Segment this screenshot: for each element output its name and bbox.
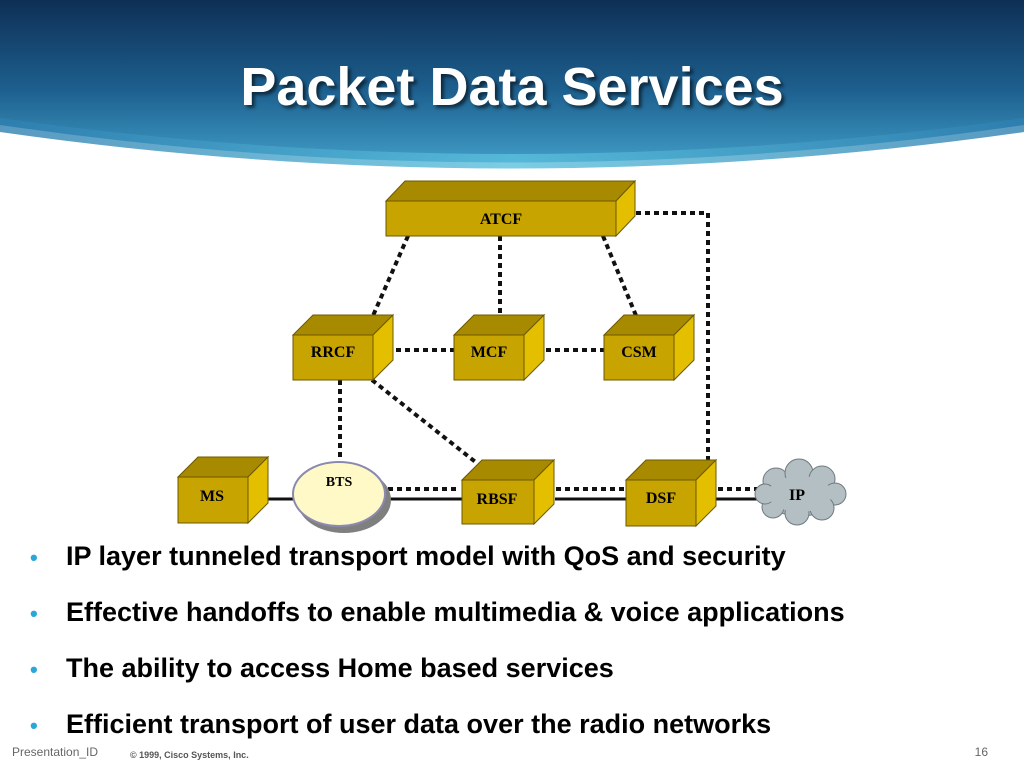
ms-label: MS [200,488,224,505]
bullet-item: • IP layer tunneled transport model with … [30,532,1010,588]
bullet-item: • The ability to access Home based servic… [30,644,1010,700]
slide-title: Packet Data Services [240,57,784,117]
title-banner [0,0,1024,169]
node-rrcf: RRCF [291,313,395,382]
link-atcf-csm [601,235,639,319]
node-bts: BTS [292,461,391,533]
bullet-text: Efficient transport of user data over th… [66,709,772,739]
csm-label: CSM [621,344,657,361]
node-mcf: MCF [452,313,546,382]
bullet-item: • Efficient transport of user data over t… [30,700,1010,756]
atcf-label: ATCF [480,211,523,228]
node-rbsf: RBSF [460,458,556,526]
node-csm: CSM [602,313,696,382]
bullet-dot-icon: • [30,713,38,738]
rbsf-label: RBSF [477,491,518,508]
bullet-dot-icon: • [30,545,38,570]
network-diagram: ATCF RRCF MCF CSM MS BTS RBSF [176,179,847,533]
footer-presentation-id: Presentation_ID [12,745,99,759]
link-rrcf-rbsf [370,378,480,466]
dotted-links [338,211,760,491]
dsf-label: DSF [646,490,676,507]
footer-copyright: © 1999, Cisco Systems, Inc. [130,750,249,760]
rrcf-label: RRCF [311,344,356,361]
footer-page-number: 16 [974,745,988,759]
mcf-label: MCF [471,344,508,361]
link-atcf-dsf [636,211,710,462]
bullet-text: IP layer tunneled transport model with Q… [66,541,786,571]
bullet-text: The ability to access Home based service… [66,653,614,683]
ip-label: IP [789,487,805,504]
link-atcf-rrcf [370,235,410,319]
bts-label: BTS [326,475,353,490]
bullet-dot-icon: • [30,657,38,682]
bullet-list: • IP layer tunneled transport model with … [30,532,1010,756]
node-ms: MS [176,455,270,525]
bullet-dot-icon: • [30,601,38,626]
bullet-item: • Effective handoffs to enable multimedia… [30,588,1010,644]
node-atcf: ATCF [384,179,637,238]
bullet-text: Effective handoffs to enable multimedia … [66,597,845,627]
node-ip-cloud: IP [754,458,847,526]
node-dsf: DSF [624,458,718,528]
